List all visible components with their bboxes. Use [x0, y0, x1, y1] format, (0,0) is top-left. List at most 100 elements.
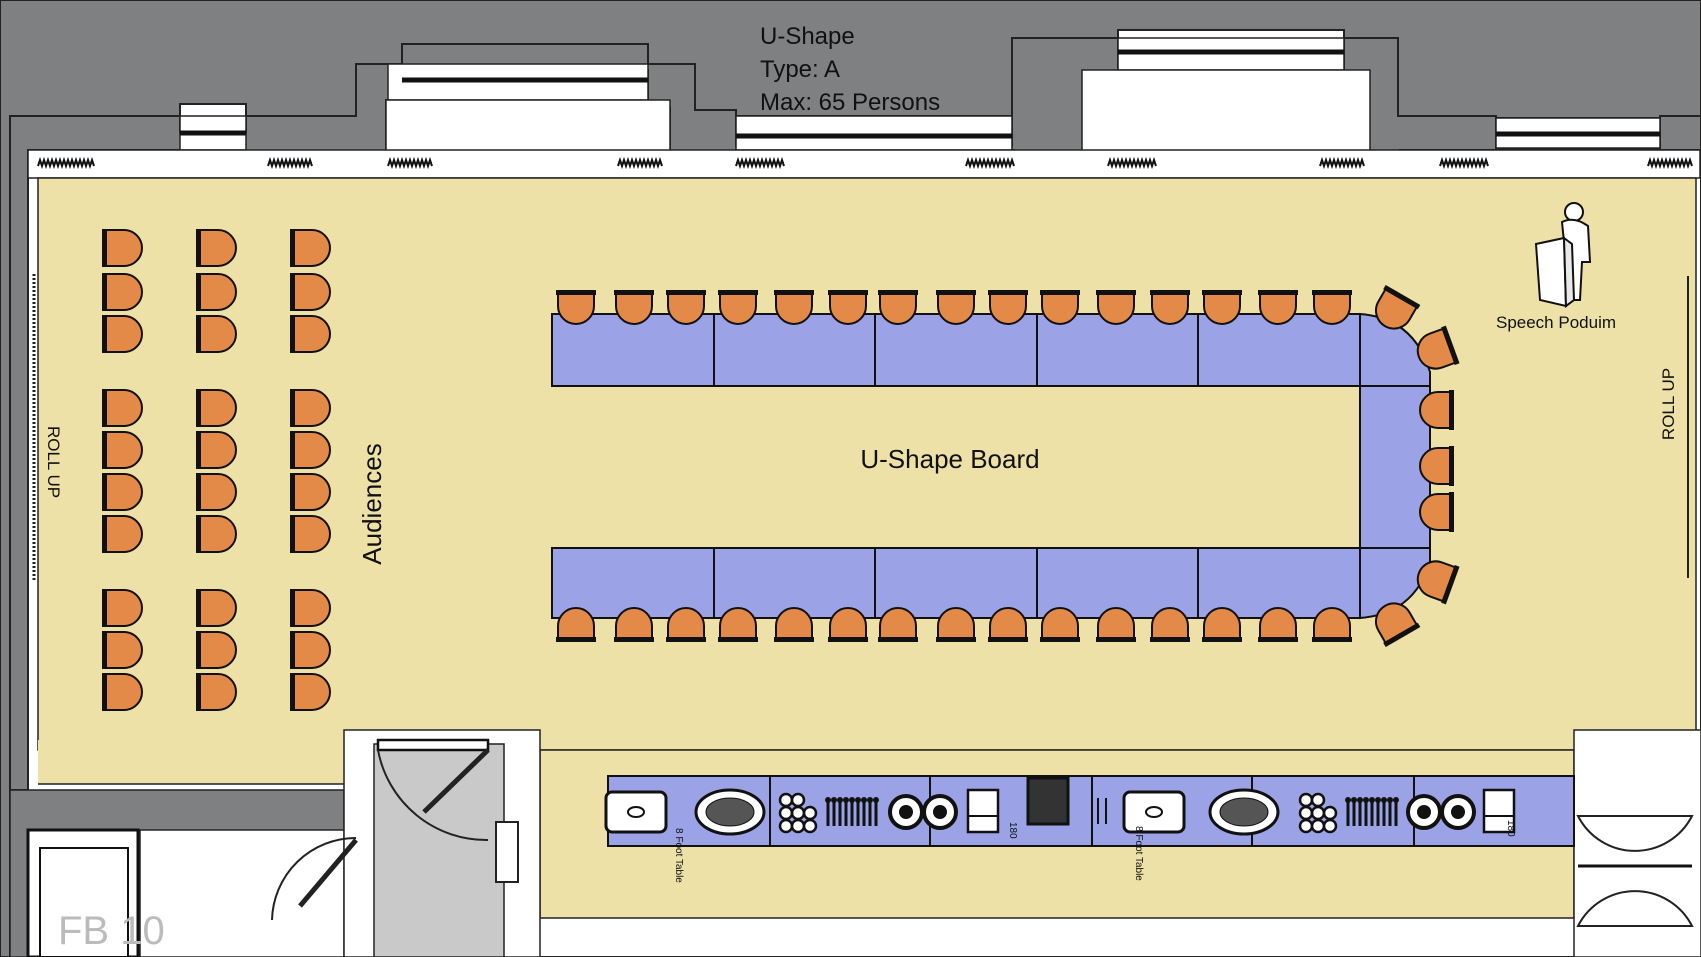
curtain-mark	[37, 156, 95, 170]
curtain-mark	[1647, 156, 1693, 170]
chair	[774, 607, 814, 642]
chair-back	[290, 315, 295, 353]
cup-icon	[802, 805, 818, 821]
chair-back	[1202, 290, 1242, 295]
chair-back	[666, 290, 706, 295]
cup-icon	[790, 792, 806, 808]
chair-back	[196, 673, 201, 711]
chair-seat	[197, 229, 237, 267]
chair-seat	[197, 473, 237, 511]
chair-seat	[667, 607, 705, 639]
chair	[102, 431, 143, 469]
chair-seat	[829, 293, 867, 325]
chair	[290, 673, 331, 711]
chair-back	[196, 431, 201, 469]
header-line-3: Max: 65 Persons	[760, 89, 940, 116]
roll-up-right-label: ROLL UP	[1659, 368, 1678, 440]
chair-seat	[1419, 447, 1451, 485]
cutlery-head	[849, 797, 855, 803]
table-top-segment	[551, 313, 715, 387]
chair-back	[290, 631, 295, 669]
chair	[666, 290, 706, 325]
chair-back	[290, 431, 295, 469]
chair-seat	[103, 229, 143, 267]
chair	[828, 607, 868, 642]
chair-back	[290, 515, 295, 553]
chair-seat	[1151, 293, 1189, 325]
curtain-mark	[1319, 156, 1365, 170]
chair-back	[290, 673, 295, 711]
chair	[718, 290, 758, 325]
chair-seat	[1313, 293, 1351, 325]
chair	[556, 290, 596, 325]
chair	[290, 431, 331, 469]
corridor-floor	[373, 743, 505, 957]
chair-seat	[879, 607, 917, 639]
chair-back	[988, 290, 1028, 295]
chair-seat	[615, 293, 653, 325]
chair-seat	[291, 389, 331, 427]
chair-back	[1096, 290, 1136, 295]
chair-seat	[557, 293, 595, 325]
chair-back	[1202, 637, 1242, 642]
chair-back	[1383, 622, 1421, 648]
chair	[936, 607, 976, 642]
chair	[556, 607, 596, 642]
chair-back	[196, 273, 201, 311]
cutlery-head	[1393, 797, 1399, 803]
cutlery-head	[861, 797, 867, 803]
chair	[988, 607, 1028, 642]
platter-inner	[705, 797, 755, 827]
chair-back	[102, 389, 107, 427]
chair-seat	[291, 273, 331, 311]
cutlery-head	[1381, 797, 1387, 803]
roll-up-left-label: ROLL UP	[44, 426, 63, 498]
chair-back	[196, 389, 201, 427]
chair-seat	[1259, 607, 1297, 639]
chairs	[102, 229, 1460, 711]
chair-back	[196, 229, 201, 267]
chair	[1419, 492, 1454, 532]
chafing-dish-icon	[1122, 790, 1186, 834]
chair	[1312, 607, 1352, 642]
chair-seat	[103, 473, 143, 511]
table-side-segment	[1359, 385, 1431, 549]
u-shape-tables	[551, 312, 1431, 620]
chair-seat	[1041, 293, 1079, 325]
chair-seat	[1419, 493, 1451, 531]
chair	[196, 389, 237, 427]
chair	[614, 607, 654, 642]
chair-seat	[1151, 607, 1189, 639]
chair-back	[290, 389, 295, 427]
chair	[196, 589, 237, 627]
header-line-1: U-Shape	[760, 23, 855, 50]
chair-back	[556, 290, 596, 295]
chair-seat	[197, 673, 237, 711]
cup-icon	[1298, 818, 1314, 834]
speech-podium-icon	[1534, 202, 1592, 308]
chair-seat	[291, 631, 331, 669]
chair-back	[102, 273, 107, 311]
chair-seat	[103, 273, 143, 311]
chafing-lid	[627, 806, 645, 818]
chair	[102, 229, 143, 267]
chair-back	[196, 473, 201, 511]
curtains	[37, 156, 1693, 170]
platter-inner	[1219, 797, 1269, 827]
cutlery-head	[867, 797, 873, 803]
chair	[102, 515, 143, 553]
chair	[1096, 290, 1136, 325]
cutlery-head	[873, 797, 879, 803]
chair-back	[936, 637, 976, 642]
chair-back	[614, 637, 654, 642]
cutlery-head	[843, 797, 849, 803]
header-line-2: Type: A	[760, 56, 840, 83]
chair-seat	[103, 589, 143, 627]
cup-icon	[1322, 818, 1338, 834]
chair-seat	[557, 607, 595, 639]
chair	[878, 290, 918, 325]
dispenser-icon	[1482, 788, 1516, 834]
chair-seat	[937, 293, 975, 325]
chair-back	[102, 589, 107, 627]
